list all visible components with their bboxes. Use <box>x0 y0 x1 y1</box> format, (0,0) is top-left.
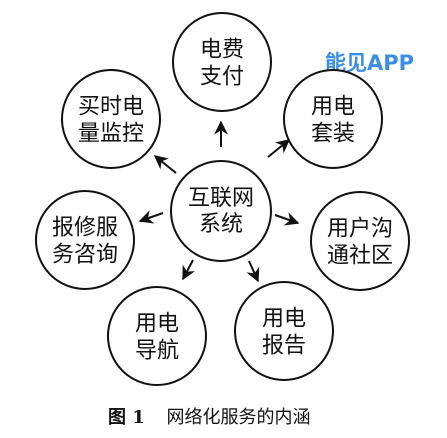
node-community-line-2: 通社区 <box>327 244 393 269</box>
node-community-line-1: 用户沟 <box>327 217 393 242</box>
arrow-to-community <box>274 212 300 226</box>
caption-number: 图 1 <box>108 407 145 428</box>
node-package-line-2: 套装 <box>311 122 355 147</box>
arrow-to-package <box>267 139 291 158</box>
node-payment-line-2: 支付 <box>200 65 244 90</box>
node-monitor-line-1: 买时电 <box>78 95 144 120</box>
arrow-to-navigation <box>182 259 196 281</box>
arrow-group <box>138 120 300 283</box>
figure-caption: 图 1 网络化服务的内涵 <box>108 407 311 428</box>
node-report-line-2: 报告 <box>262 334 306 359</box>
center-node: 互联网 系统 <box>170 160 272 262</box>
node-repair-line-2: 务咨询 <box>52 243 118 268</box>
node-monitor-line-2: 量监控 <box>78 122 144 147</box>
center-node-circle <box>170 160 272 262</box>
node-navigation-line-1: 用电 <box>135 312 179 337</box>
node-repair-line-1: 报修服 <box>52 216 118 241</box>
node-payment-line-1: 电费 <box>200 38 244 63</box>
arrow-to-repair <box>138 210 164 224</box>
center-node-line-1: 互联网 <box>188 186 254 211</box>
node-navigation-circle <box>107 286 207 386</box>
center-node-line-2: 系统 <box>199 212 243 237</box>
node-community-circle <box>310 191 410 291</box>
arrow-to-monitor <box>153 155 177 174</box>
node-report-line-1: 用电 <box>262 307 306 332</box>
node-package-circle <box>283 69 383 169</box>
arrow-to-report <box>246 260 260 283</box>
node-navigation-line-2: 导航 <box>135 339 179 364</box>
node-monitor-circle <box>61 69 161 169</box>
node-repair-circle <box>35 190 135 290</box>
node-payment-circle <box>172 12 272 112</box>
caption-title: 网络化服务的内涵 <box>167 407 311 428</box>
node-report-circle <box>234 281 334 381</box>
node-package-line-1: 用电 <box>311 95 355 120</box>
